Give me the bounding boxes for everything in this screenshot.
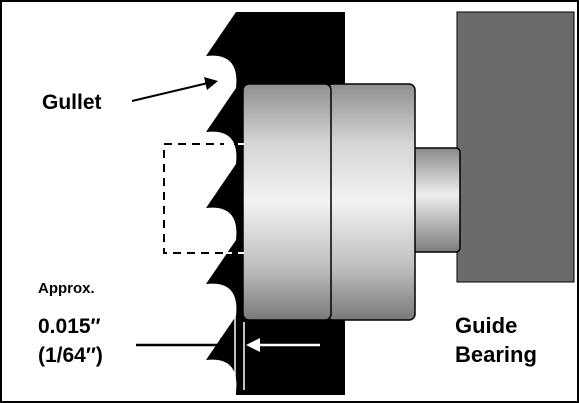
clearance-inches-label: 0.015″ [38, 315, 101, 338]
bearing-face [242, 83, 332, 321]
bearing-label: Bearing [455, 342, 537, 367]
tooth-outline-dashed [163, 143, 242, 254]
guide-label: Guide [455, 313, 517, 338]
approx-label: Approx. [38, 280, 95, 297]
bearing-outer-race [326, 83, 416, 321]
bearing-axle [411, 147, 461, 253]
clearance-arrowhead-right [246, 338, 260, 352]
gullet-label: Gullet [42, 91, 102, 114]
guide-housing [456, 11, 575, 283]
clearance-arrowhead-left [220, 338, 234, 352]
gullet-arrowhead [204, 77, 218, 90]
gullet-leader-line [131, 82, 209, 102]
clearance-fraction-label: (1/64″) [38, 344, 103, 367]
